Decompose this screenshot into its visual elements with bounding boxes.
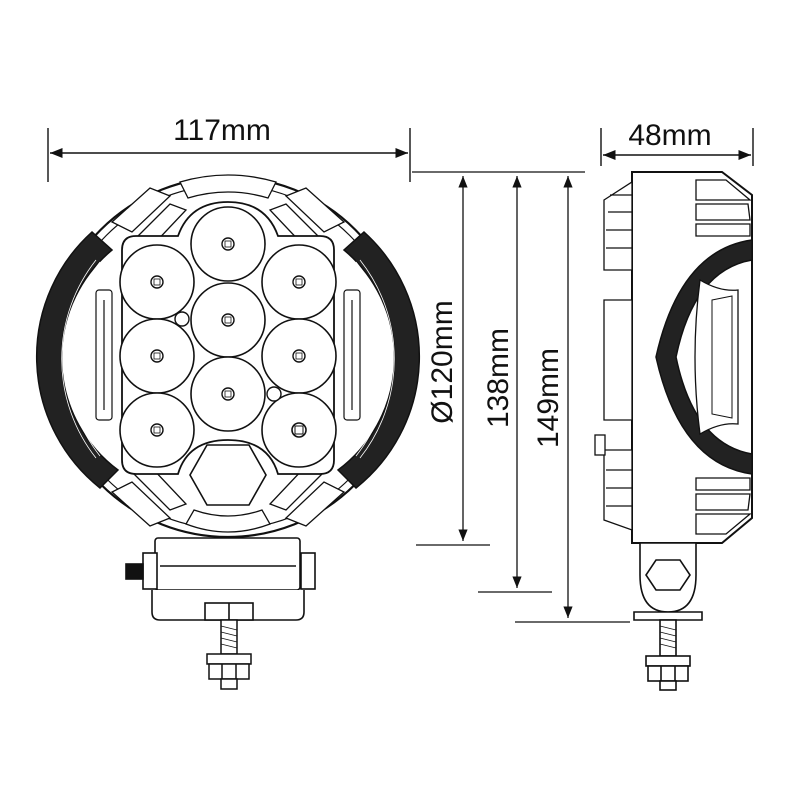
height-dimensions: Ø120mm 138mm 149mm [412,171,630,623]
led-lens-icon [190,356,266,432]
led-lens-icon [190,282,266,358]
left-rib-band [35,230,120,490]
side-fins [695,179,752,535]
front-view [35,174,421,690]
hex-bolt-icon [206,619,252,690]
side-mount [633,542,703,691]
led-lens-icon [190,206,266,282]
height-138-label: 138mm [482,328,515,428]
led-lens-icon [261,244,337,320]
led-lens-icon [261,392,337,468]
depth-label: 48mm [628,119,711,152]
depth-dimension: 48mm [600,119,754,166]
led-lens-icon [119,318,195,394]
led-array [119,206,337,468]
side-view [594,171,753,691]
height-149-label: 149mm [532,348,565,448]
width-dimension: 117mm [47,114,411,182]
hex-badge [189,444,267,506]
led-lens-icon [119,392,195,468]
top-cooling-fins [110,174,346,247]
width-label: 117mm [173,114,271,147]
diameter-label: Ø120mm [426,300,459,423]
side-bezel-arc [655,239,753,475]
side-vents [95,289,361,421]
mounting-bracket-icon [125,537,316,621]
led-lens-icon [119,244,195,320]
bottom-cooling-fins [110,467,346,533]
led-lens-icon [261,318,337,394]
right-rib-band [336,230,421,490]
rear-fins [594,180,633,531]
